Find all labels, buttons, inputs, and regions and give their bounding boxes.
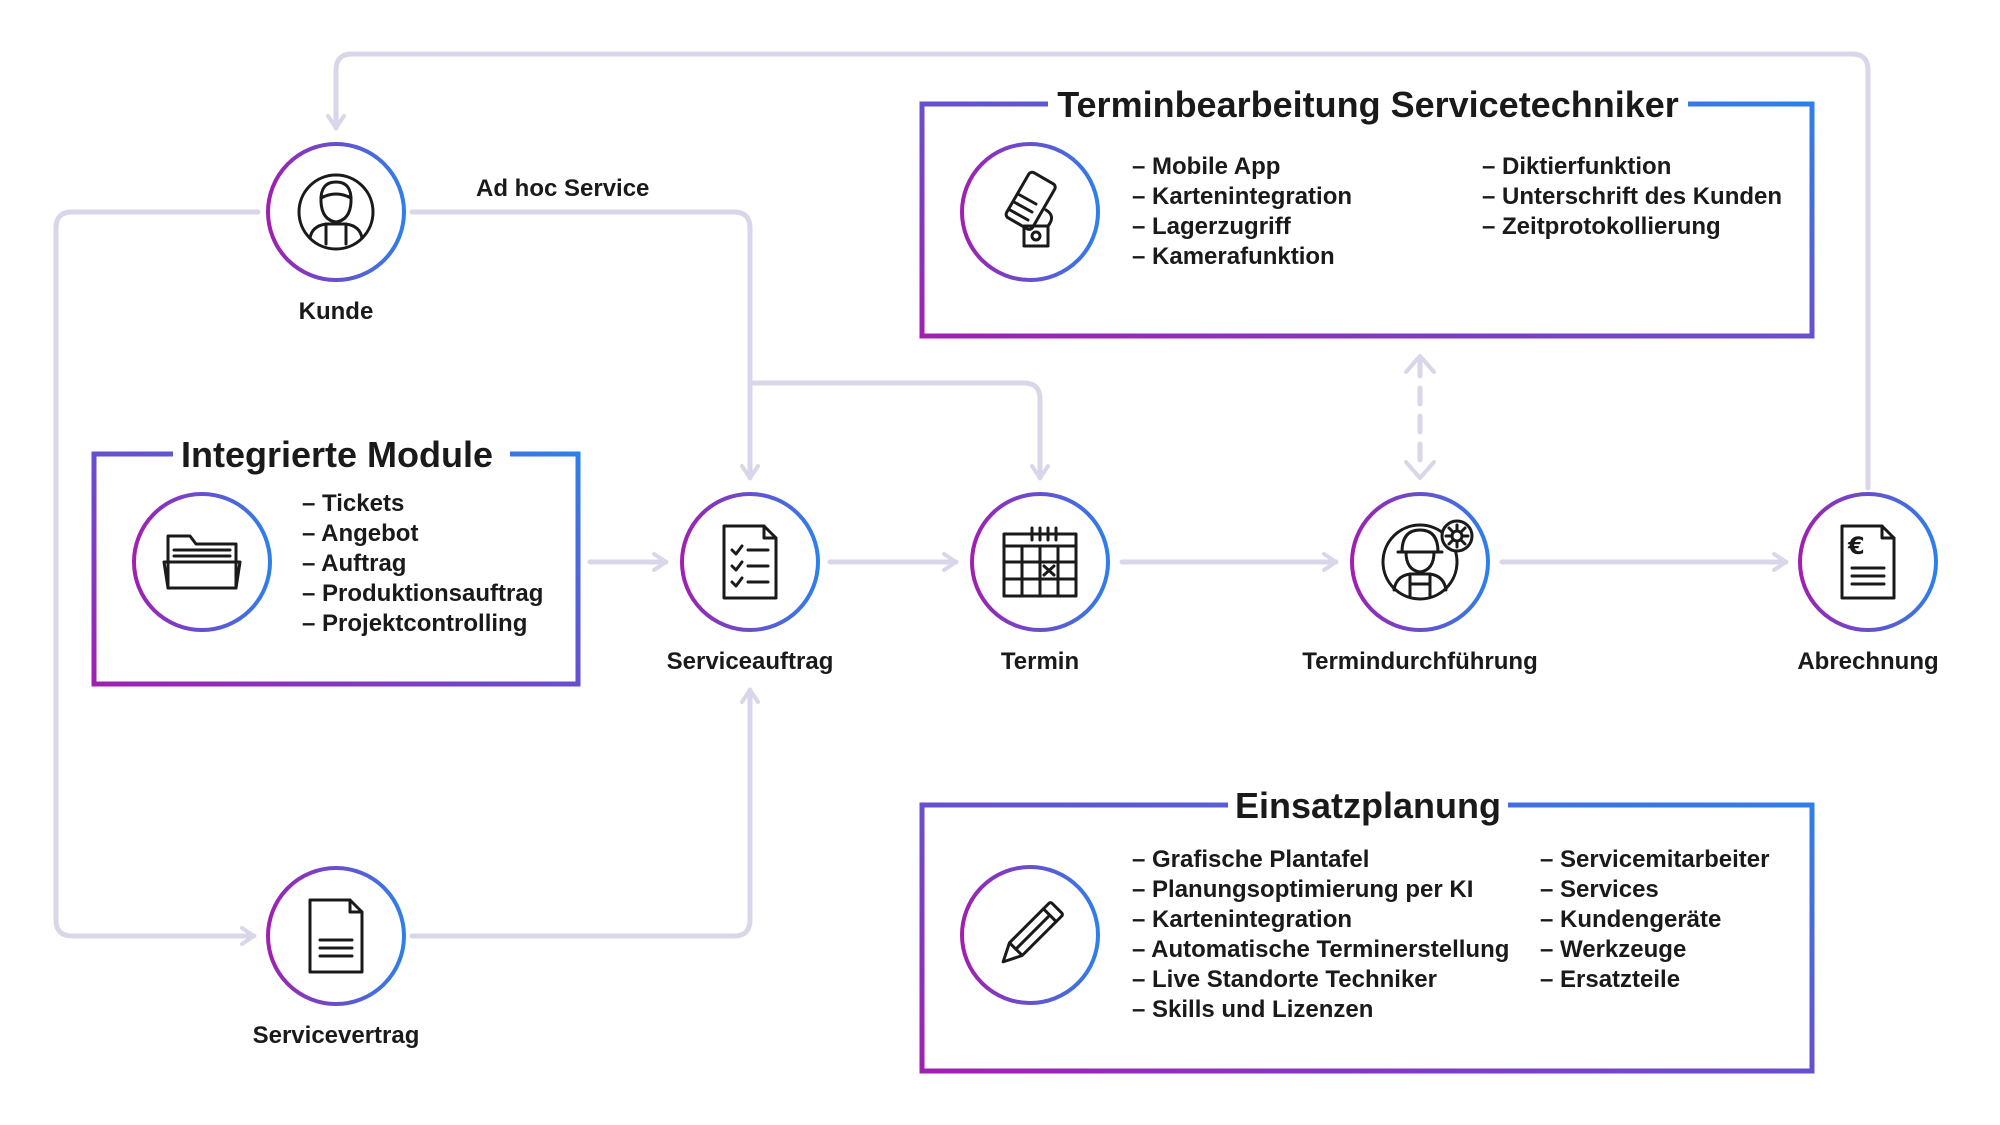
node-termindurchfuehrung: Termindurchführung xyxy=(1302,492,1538,675)
box-title: Terminbearbeitung Servicetechniker xyxy=(1057,84,1679,125)
gear-icon xyxy=(1440,519,1474,553)
connectors xyxy=(53,51,1871,946)
contract-document-icon xyxy=(308,898,364,974)
list-item: – Tickets xyxy=(302,490,404,517)
list-item: – Kamerafunktion xyxy=(1132,243,1335,270)
list-item: – Live Standorte Techniker xyxy=(1132,966,1437,993)
list-item: – Auftrag xyxy=(302,550,406,577)
box-terminbearbeitung: Terminbearbeitung Servicetechniker – Mob… xyxy=(919,84,1815,339)
technician-icon xyxy=(1381,523,1459,601)
node-circle xyxy=(1350,492,1490,632)
node-label: Serviceauftrag xyxy=(667,648,834,675)
adhoc-service-label: Ad hoc Service xyxy=(476,175,649,202)
list-item: – Kartenintegration xyxy=(1132,183,1352,210)
connector-adhoc-to-termin xyxy=(747,380,1050,481)
connector-kunde-to-servicevertrag xyxy=(53,209,261,946)
box-title: Einsatzplanung xyxy=(1235,785,1501,826)
list-item: – Lagerzugriff xyxy=(1132,213,1292,240)
box-frame xyxy=(919,802,1815,1074)
node-kunde: Kunde xyxy=(266,142,406,325)
node-label: Termin xyxy=(1001,648,1079,675)
node-circle xyxy=(1798,492,1938,632)
list-item: – Grafische Plantafel xyxy=(1132,846,1369,873)
list-item: – Mobile App xyxy=(1132,153,1280,180)
list-item: – Projektcontrolling xyxy=(302,610,527,637)
pencil-icon xyxy=(1001,901,1064,964)
node-circle xyxy=(266,142,406,282)
node-circle xyxy=(266,866,406,1006)
node-abrechnung: € Abrechnung xyxy=(1797,492,1939,675)
list-item: – Zeitprotokollierung xyxy=(1482,213,1721,240)
connector-kunde-to-serviceauftrag xyxy=(409,209,760,481)
list-item: – Unterschrift des Kunden xyxy=(1482,183,1782,210)
arrowhead-up xyxy=(1404,354,1436,374)
box-frame xyxy=(91,451,581,687)
list-item: – Automatische Terminerstellung xyxy=(1132,936,1509,963)
node-termin: Termin xyxy=(970,492,1110,675)
node-servicevertrag: Servicevertrag xyxy=(253,866,420,1049)
list-item: – Kundengeräte xyxy=(1540,906,1721,933)
list-item: – Ersatzteile xyxy=(1540,966,1680,993)
arrowhead-down xyxy=(1404,460,1436,480)
euro-invoice-icon: € xyxy=(1840,524,1896,600)
list-item: – Diktierfunktion xyxy=(1482,153,1671,180)
list-item: – Skills und Lizenzen xyxy=(1132,996,1373,1023)
folder-icon xyxy=(162,534,242,590)
list-item: – Planungsoptimierung per KI xyxy=(1132,876,1473,903)
box-title: Integrierte Module xyxy=(181,434,493,475)
box-frame xyxy=(919,101,1815,339)
list-item: – Services xyxy=(1540,876,1659,903)
checklist-document-icon xyxy=(722,524,778,600)
box-integrierte-module: Integrierte Module – Tickets – Angebot –… xyxy=(91,434,581,687)
list-item: – Servicemitarbeiter xyxy=(1540,846,1769,873)
mobile-phone-icon xyxy=(1004,170,1057,248)
list-item: – Produktionsauftrag xyxy=(302,580,543,607)
node-serviceauftrag: Serviceauftrag xyxy=(667,492,834,675)
node-circle xyxy=(680,492,820,632)
list-item: – Kartenintegration xyxy=(1132,906,1352,933)
box-einsatzplanung: Einsatzplanung – Grafische Plantafel – P… xyxy=(919,785,1815,1074)
list-item: – Werkzeuge xyxy=(1540,936,1686,963)
node-label: Servicevertrag xyxy=(253,1022,420,1049)
customer-icon xyxy=(297,173,375,251)
node-label: Termindurchführung xyxy=(1302,648,1538,675)
node-label: Kunde xyxy=(299,298,374,325)
node-label: Abrechnung xyxy=(1797,648,1938,675)
svg-text:€: € xyxy=(1847,532,1865,560)
connector-abrechnung-to-kunde xyxy=(326,51,1871,491)
list-item: – Angebot xyxy=(302,520,418,547)
connector-servicevertrag-to-serviceauftrag xyxy=(409,687,760,939)
calendar-icon xyxy=(1002,526,1078,598)
